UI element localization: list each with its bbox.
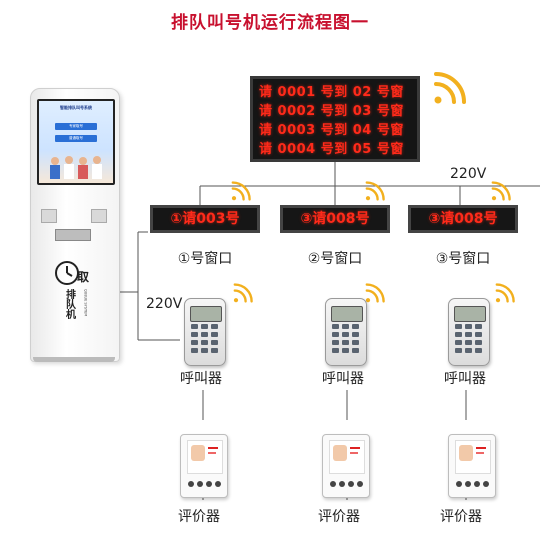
rater-accent	[476, 452, 484, 454]
page-title: 排队叫号机运行流程图一	[171, 13, 369, 33]
wifi-icon	[365, 283, 385, 303]
clock-ticket-logo-icon: 取	[55, 261, 89, 285]
kiosk-screen-title: 智能排队叫号系统	[60, 105, 92, 110]
kiosk-brand-subtitle: QUEUE SYSTEM	[81, 289, 89, 318]
caller-label-1: 呼叫器	[180, 371, 222, 387]
window-label-1: ①号窗口	[177, 251, 233, 267]
board-row: 请 0004 号到 05 号窗	[259, 142, 404, 157]
caller-lcd	[190, 306, 222, 322]
wifi-icon	[231, 181, 251, 201]
staff-photo	[459, 445, 473, 461]
kiosk-brand-subtitle-text: QUEUE SYSTEM	[83, 289, 88, 317]
rater-accent	[208, 447, 218, 449]
rater-buttons	[330, 481, 363, 487]
rater-display	[329, 440, 365, 474]
rater-buttons	[188, 481, 221, 487]
board-row: 请 0003 号到 04 号窗	[259, 123, 404, 138]
caller-label-3: 呼叫器	[444, 371, 486, 387]
board-row: 请 0002 号到 03 号窗	[259, 104, 404, 119]
scanner-slot	[91, 209, 107, 223]
window-display-2: ③请008号	[280, 205, 390, 233]
main-led-board: 请 0001 号到 02 号窗 请 0002 号到 03 号窗 请 0003 号…	[250, 76, 420, 162]
svg-text:取: 取	[77, 270, 89, 284]
rater-accent	[208, 452, 216, 454]
kiosk-screen: 智能排队叫号系统 专家取号 普通取号	[37, 99, 115, 185]
ticket-printer-slot	[55, 229, 91, 241]
caller-device	[184, 298, 226, 366]
kiosk-normal-ticket-button[interactable]: 普通取号	[55, 135, 97, 142]
wifi-icon	[365, 181, 385, 201]
caller-device	[448, 298, 490, 366]
voltage-label-top: 220V	[450, 166, 487, 182]
kiosk-brand-vertical: 排队机	[59, 289, 79, 322]
rater-accent	[350, 452, 358, 454]
people-illustration	[50, 156, 102, 179]
staff-photo	[333, 445, 347, 461]
caller-label-2: 呼叫器	[322, 371, 364, 387]
caller-lcd	[454, 306, 486, 322]
rater-device	[180, 434, 228, 498]
rater-label-2: 评价器	[318, 509, 360, 525]
kiosk-base	[33, 357, 115, 362]
rater-label-1: 评价器	[178, 509, 220, 525]
window-display-1: ①请003号	[150, 205, 260, 233]
wifi-icon	[233, 283, 253, 303]
window-display-3: ③请008号	[408, 205, 518, 233]
window-label-2: ②号窗口	[307, 251, 363, 267]
wifi-icon	[434, 72, 466, 104]
caller-keypad	[455, 324, 482, 353]
kiosk-brand-text: 排队机	[63, 289, 75, 319]
staff-photo	[191, 445, 205, 461]
rater-device	[322, 434, 370, 498]
window-label-3: ③号窗口	[435, 251, 491, 267]
rater-display	[455, 440, 491, 474]
caller-keypad	[332, 324, 359, 353]
rater-device	[448, 434, 496, 498]
rater-display	[187, 440, 223, 474]
card-reader-slot	[41, 209, 57, 223]
wifi-icon	[495, 283, 515, 303]
caller-keypad	[191, 324, 218, 353]
caller-device	[325, 298, 367, 366]
kiosk-expert-ticket-button[interactable]: 专家取号	[55, 123, 97, 130]
rater-buttons	[456, 481, 489, 487]
rater-label-3: 评价器	[440, 509, 482, 525]
rater-accent	[350, 447, 360, 449]
board-row: 请 0001 号到 02 号窗	[259, 85, 404, 100]
queue-kiosk: 智能排队叫号系统 专家取号 普通取号 取 排队机 QUEUE SYSTEM	[30, 88, 120, 362]
caller-lcd	[331, 306, 363, 322]
wifi-icon	[491, 181, 511, 201]
rater-accent	[476, 447, 486, 449]
voltage-label-left: 220V	[146, 296, 183, 312]
